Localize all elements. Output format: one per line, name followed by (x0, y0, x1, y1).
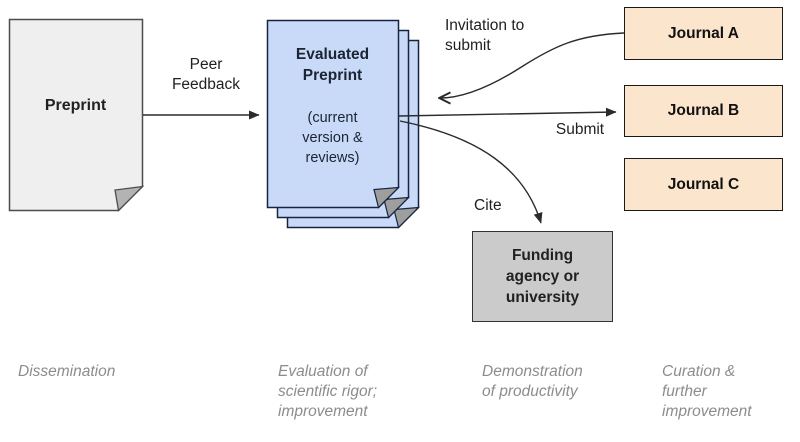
evaluated-preprint-subtitle: (current version & reviews) (302, 109, 363, 166)
evaluated-preprint-title: Evaluated Preprint (295, 45, 370, 84)
evaluated-preprint-node: Evaluated Preprint (current version & re… (267, 20, 398, 207)
cite-arrow-label: Cite (474, 197, 502, 214)
peer-feedback-arrow-label: Peer Feedback (171, 56, 241, 93)
funding-agency-label: Funding agency or university (505, 247, 580, 306)
funding-agency-node: Funding agency or university (472, 231, 613, 322)
caption-evaluation: Evaluation of scientific rigor; improvem… (278, 363, 378, 420)
preprint-node-label: Preprint (44, 96, 107, 114)
preprint-fold-corner (114, 185, 145, 212)
journal-b-node: Journal B (624, 85, 783, 137)
caption-dissemination: Dissemination (18, 363, 116, 380)
journal-c-node: Journal C (624, 158, 783, 211)
cite-arrow (399, 120, 543, 224)
journal-c-label: Journal C (667, 175, 740, 193)
journal-b-label: Journal B (667, 102, 740, 119)
caption-curation: Curation & further improvement (662, 363, 752, 420)
invitation-to-submit-arrow (440, 32, 625, 98)
caption-demonstration: Demonstration of productivity (482, 363, 583, 400)
submit-arrow (398, 107, 617, 117)
journal-a-label: Journal A (668, 24, 739, 42)
evaluated-page-front-fold (373, 186, 401, 209)
submit-arrow-label: Submit (555, 121, 605, 138)
journal-a-node: Journal A (624, 7, 783, 60)
evaluated-page-middle-fold (383, 196, 411, 219)
evaluated-page-back-fold (393, 206, 421, 229)
invitation-arrow-label: Invitation to submit (445, 17, 525, 54)
